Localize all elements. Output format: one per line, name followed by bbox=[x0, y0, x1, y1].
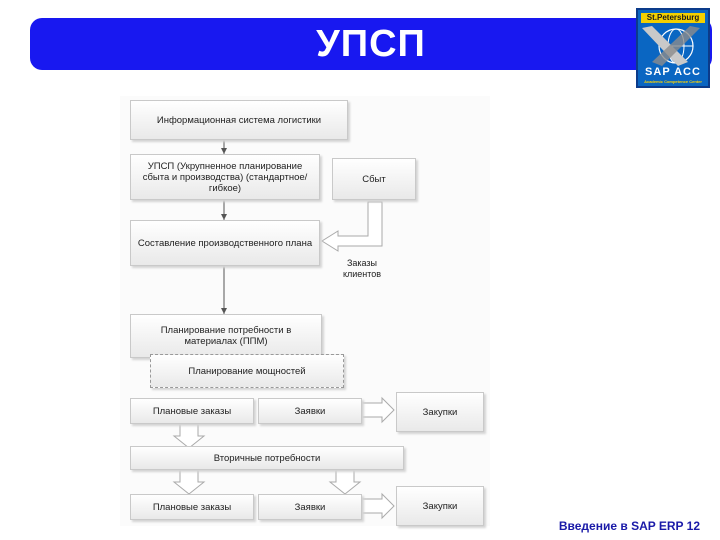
block-arrow-down-3 bbox=[328, 469, 362, 495]
customer-orders-label: Заказы клиентов bbox=[342, 258, 382, 279]
sap-acc-logo: St.Petersburg SAP ACC Academic Competenc… bbox=[636, 8, 710, 88]
logo-brand: SAP ACC bbox=[645, 66, 701, 78]
logo-subtitle: Academic Competence Center bbox=[644, 79, 702, 84]
title-bar: УПСП bbox=[30, 18, 712, 70]
logo-emblem-icon bbox=[642, 26, 700, 66]
block-arrow-req-to-purch-1 bbox=[359, 396, 395, 424]
process-diagram: Информационная система логистики УПСП (У… bbox=[120, 96, 490, 526]
box-purchasing-2: Закупки bbox=[396, 486, 484, 526]
block-arrow-sales-to-plan bbox=[321, 201, 383, 252]
box-secondary-requirements: Вторичные потребности bbox=[130, 446, 404, 470]
box-purchasing-1: Закупки bbox=[396, 392, 484, 432]
logo-city-label: St.Petersburg bbox=[641, 13, 705, 23]
block-arrow-down-2 bbox=[172, 469, 206, 495]
box-planned-orders-2: Плановые заказы bbox=[130, 494, 254, 520]
box-requisitions-1: Заявки bbox=[258, 398, 362, 424]
block-arrow-req-to-purch-2 bbox=[359, 492, 395, 520]
box-capacity-planning: Планирование мощностей bbox=[150, 354, 344, 388]
box-upsp: УПСП (Укрупненное планирование сбыта и п… bbox=[130, 154, 320, 200]
box-production-plan: Составление производственного плана bbox=[130, 220, 320, 266]
block-arrow-down-1 bbox=[172, 423, 206, 449]
box-sales: Сбыт bbox=[332, 158, 416, 200]
box-requisitions-2: Заявки bbox=[258, 494, 362, 520]
box-planned-orders-1: Плановые заказы bbox=[130, 398, 254, 424]
diagram-connectors bbox=[172, 140, 395, 520]
slide-title: УПСП bbox=[316, 22, 426, 65]
slide-footer: Введение в SAP ERP 12 bbox=[558, 519, 700, 533]
box-info-system: Информационная система логистики bbox=[130, 100, 348, 140]
box-mrp: Планирование потребности в материалах (П… bbox=[130, 314, 322, 358]
